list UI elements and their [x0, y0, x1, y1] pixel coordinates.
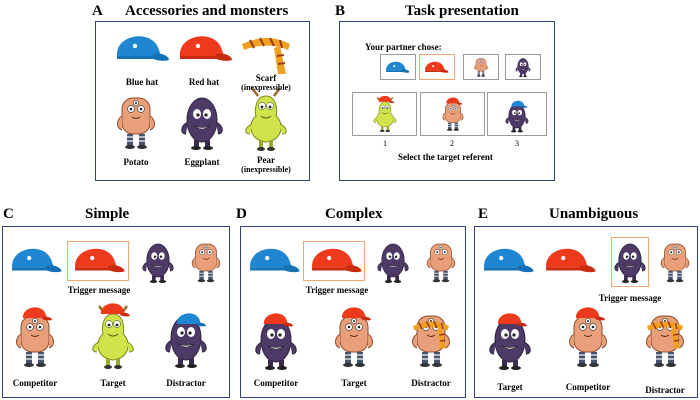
distractor-label: Distractor	[411, 378, 451, 388]
panel-a: Blue hat Red hat Scarf (inexpressible) P…	[95, 21, 310, 181]
card-number-3: 3	[515, 139, 519, 148]
panel-c-title: Simple	[85, 206, 130, 222]
panel-e-letter: E	[478, 206, 489, 222]
message-card-blue-hat	[380, 54, 416, 80]
scarf-note: (inexpressible)	[241, 83, 291, 92]
panel-a-title: Accessories and monsters	[125, 3, 289, 19]
card-number-1: 1	[383, 139, 387, 148]
blue-hat-label: Blue hat	[125, 77, 159, 87]
eggplant-with-blue-hat-image	[505, 100, 529, 133]
referent-card-1[interactable]	[352, 92, 417, 136]
pear-image	[244, 86, 288, 153]
target-label: Target	[341, 378, 367, 388]
panel-c-art	[12, 243, 221, 371]
panel-b: Your partner chose: 1 2 3 Select the tar…	[339, 21, 555, 181]
panel-e-art	[484, 243, 690, 371]
panel-c-letter: C	[3, 206, 14, 222]
potato-icon	[474, 58, 488, 77]
competitor-label: Competitor	[12, 378, 58, 388]
instruction-text: Select the target referent	[398, 152, 493, 162]
trigger-message-label: Trigger message	[598, 293, 662, 303]
message-card-potato	[463, 54, 499, 80]
message-card-red-hat	[419, 54, 455, 80]
panel-c: Trigger message Competitor Target Distra…	[2, 226, 230, 398]
panel-d-title: Complex	[325, 206, 383, 222]
trigger-highlight	[611, 237, 649, 287]
panel-e: Trigger message Target Competitor Distra…	[474, 226, 698, 398]
pear-label: Pear	[257, 155, 275, 165]
red-hat-label: Red hat	[188, 77, 220, 87]
referent-card-3[interactable]	[487, 92, 547, 136]
blue-hat-icon	[386, 61, 410, 73]
eggplant-image	[181, 97, 223, 151]
scarf-image	[241, 37, 291, 75]
potato-with-red-hat-image	[442, 97, 464, 132]
distractor-label: Distractor	[166, 378, 206, 388]
partner-chose-text: Your partner chose:	[365, 42, 442, 52]
red-hat-image	[179, 36, 232, 61]
trigger-message-label: Trigger message	[305, 285, 369, 295]
target-label: Target	[100, 378, 126, 388]
distractor-label: Distractor	[645, 385, 685, 395]
pear-with-red-hat-image	[373, 95, 397, 133]
card-number-2: 2	[450, 139, 454, 148]
message-card-eggplant	[505, 54, 541, 80]
panel-d-letter: D	[236, 206, 247, 222]
pear-note: (inexpressible)	[241, 165, 291, 174]
potato-image	[116, 97, 156, 150]
panel-a-letter: A	[92, 3, 103, 19]
panel-e-title: Unambiguous	[549, 206, 639, 222]
panel-d: Trigger message Competitor Target Distra…	[240, 226, 466, 398]
potato-label: Potato	[123, 157, 149, 167]
trigger-message-label: Trigger message	[67, 285, 131, 295]
target-label: Target	[497, 382, 523, 392]
eggplant-label: Eggplant	[184, 157, 220, 167]
trigger-highlight	[67, 241, 129, 281]
scarf-label: Scarf	[255, 73, 277, 83]
blue-hat-image	[116, 36, 169, 61]
red-hat-icon	[425, 61, 449, 73]
competitor-label: Competitor	[565, 382, 611, 392]
trigger-highlight	[303, 241, 365, 281]
competitor-label: Competitor	[253, 378, 299, 388]
panel-b-letter: B	[335, 3, 346, 19]
panel-a-art	[116, 36, 291, 153]
panel-b-title: Task presentation	[405, 3, 519, 19]
referent-card-2[interactable]	[420, 92, 485, 136]
panel-d-art	[250, 243, 456, 371]
eggplant-icon	[515, 58, 531, 78]
